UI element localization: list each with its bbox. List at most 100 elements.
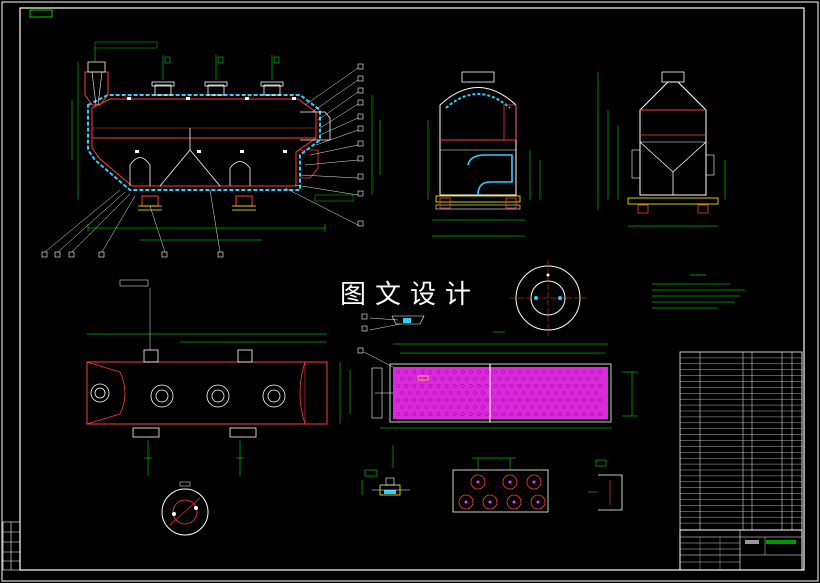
- plate-hole: [541, 384, 546, 388]
- plate-hole: [578, 391, 583, 395]
- plate-hole: [525, 384, 530, 388]
- plate-hole: [485, 398, 489, 402]
- plate-hole: [533, 398, 538, 402]
- plate-hole: [485, 370, 489, 374]
- plate-hole: [501, 412, 506, 416]
- plate-hole: [416, 391, 421, 395]
- plate-hole: [456, 377, 461, 381]
- plate-hole: [456, 405, 461, 409]
- plate-hole: [473, 377, 477, 381]
- plate-hole: [428, 412, 433, 416]
- plate-hole: [582, 370, 587, 374]
- plate-hole: [428, 384, 433, 388]
- plate-hole: [448, 405, 453, 409]
- plate-hole: [497, 391, 502, 395]
- plate-hole: [432, 405, 437, 409]
- plate-hole: [566, 384, 570, 388]
- plate-hole: [554, 391, 558, 395]
- plate-hole: [436, 370, 441, 374]
- plate-hole: [477, 412, 481, 416]
- plate-hole: [582, 412, 587, 416]
- plate-hole: [525, 370, 530, 374]
- plate-hole: [594, 405, 599, 409]
- plate-hole: [533, 384, 538, 388]
- orifice-center: [464, 500, 468, 504]
- plate-hole: [574, 412, 579, 416]
- plate-hole: [521, 391, 526, 395]
- plate-hole: [586, 405, 591, 409]
- plate-hole: [396, 412, 400, 416]
- plate-hole: [513, 391, 518, 395]
- plate-hole: [420, 412, 425, 416]
- plate-hole: [558, 412, 562, 416]
- plate-hole: [416, 405, 421, 409]
- plate-hole: [436, 412, 441, 416]
- orifice-center: [508, 480, 512, 484]
- plate-hole: [594, 391, 599, 395]
- plate-hole: [473, 391, 477, 395]
- plate-hole: [481, 377, 485, 381]
- plate-hole: [550, 370, 554, 374]
- plate-hole: [436, 398, 441, 402]
- plate-hole: [424, 405, 429, 409]
- plate-hole: [452, 384, 457, 388]
- plate-hole: [396, 370, 400, 374]
- section-detail-left: [361, 445, 410, 496]
- plate-hole: [505, 405, 510, 409]
- plate-hole: [574, 398, 579, 402]
- plate-hole: [440, 377, 445, 381]
- plate-hole: [460, 412, 465, 416]
- plate-hole: [464, 405, 469, 409]
- ring-flange-detail: [510, 260, 586, 336]
- plate-hole: [477, 370, 481, 374]
- plate-hole: [590, 412, 595, 416]
- plate-hole: [509, 398, 514, 402]
- drawing-number-box: [29, 9, 53, 18]
- plate-hole: [452, 398, 457, 402]
- plate-hole: [408, 405, 412, 409]
- plate-hole: [509, 384, 514, 388]
- parts-list-table: [679, 351, 803, 531]
- end-view-dryer: [597, 71, 726, 227]
- plate-hole: [464, 377, 469, 381]
- plate-hole: [537, 391, 542, 395]
- plate-hole: [456, 391, 461, 395]
- plate-hole: [404, 370, 408, 374]
- plate-hole: [477, 398, 481, 402]
- plate-hole: [590, 398, 595, 402]
- plate-hole: [460, 370, 465, 374]
- plate-hole: [448, 391, 453, 395]
- plate-hole: [501, 384, 506, 388]
- nozzle-circle-detail: [161, 481, 209, 536]
- plate-hole: [586, 391, 591, 395]
- plate-hole: [481, 405, 485, 409]
- plate-hole: [469, 370, 473, 374]
- plate-hole: [432, 391, 437, 395]
- plate-hole: [586, 377, 591, 381]
- plate-hole: [460, 384, 465, 388]
- plate-hole: [509, 370, 514, 374]
- plate-hole: [412, 412, 417, 416]
- plate-hole: [558, 370, 562, 374]
- plate-hole: [566, 412, 570, 416]
- plate-hole: [444, 370, 449, 374]
- plate-hole: [501, 398, 506, 402]
- plate-hole: [477, 384, 481, 388]
- plate-hole: [396, 384, 400, 388]
- plate-hole: [545, 391, 550, 395]
- plate-hole: [493, 412, 498, 416]
- orifice-hole: [502, 474, 518, 490]
- plate-hole: [420, 384, 425, 388]
- plate-hole: [469, 384, 473, 388]
- plate-hole: [396, 398, 400, 402]
- plate-hole: [554, 405, 558, 409]
- plate-hole: [436, 384, 441, 388]
- orifice-hole: [530, 494, 546, 510]
- plate-hole: [550, 398, 554, 402]
- sheet-inner-border: [19, 7, 805, 571]
- front-view-dryer: [41, 41, 381, 258]
- plate-hole: [505, 391, 510, 395]
- plate-hole: [537, 377, 542, 381]
